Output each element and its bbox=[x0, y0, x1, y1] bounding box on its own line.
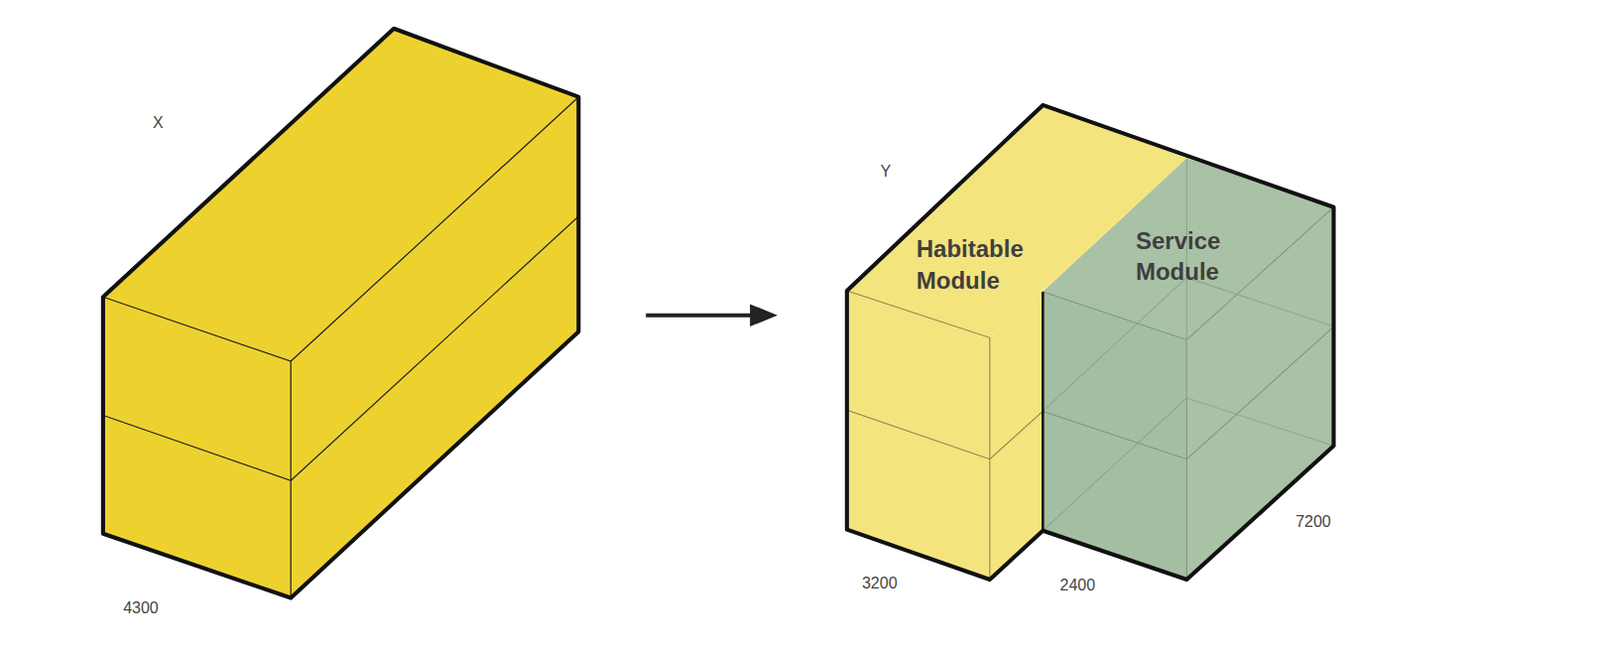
module-name: Habitable Module bbox=[916, 233, 1024, 295]
combined-volume bbox=[103, 28, 579, 599]
habitable-module-shape bbox=[847, 105, 1188, 580]
module-divider bbox=[1041, 291, 1045, 531]
module-name: Service Module bbox=[1135, 225, 1221, 287]
module-label: Service Module bbox=[1135, 225, 1222, 287]
axis-label: Y bbox=[880, 162, 892, 181]
transform-arrow bbox=[645, 303, 778, 327]
dimension: 3200 bbox=[861, 574, 898, 593]
dimension: 4300 bbox=[123, 599, 159, 617]
dimension: 2400 bbox=[1060, 576, 1097, 595]
module-label: Habitable Module bbox=[916, 233, 1025, 295]
service-module-shape bbox=[1042, 157, 1334, 580]
axis-label: X bbox=[152, 114, 164, 132]
dimension: 7200 bbox=[1295, 512, 1332, 531]
right-outline bbox=[847, 105, 1335, 580]
